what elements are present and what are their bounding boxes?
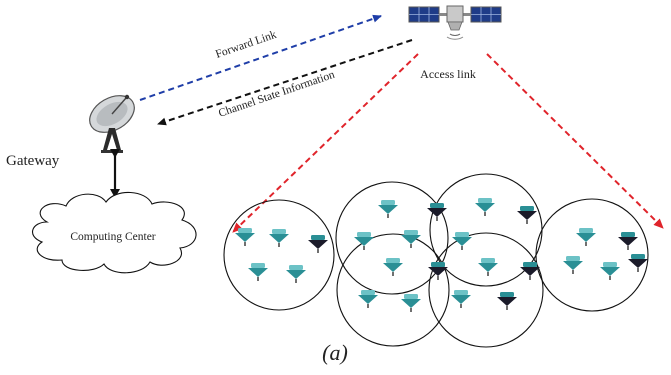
user-terminal-icon xyxy=(308,235,328,253)
user-terminal-icon xyxy=(358,290,378,308)
beam-circle xyxy=(223,199,335,311)
user-terminal-icon xyxy=(563,256,583,274)
beam-circle xyxy=(535,198,649,312)
csi-label: Channel State Information xyxy=(217,69,336,120)
csi-arrow xyxy=(157,39,413,126)
figure-caption: (a) xyxy=(322,340,348,365)
user-terminal-icon xyxy=(401,230,421,248)
user-terminal-icon xyxy=(618,232,638,250)
user-terminals xyxy=(235,198,648,312)
user-terminal-icon xyxy=(269,229,289,247)
user-terminal-icon xyxy=(452,232,472,250)
beam-coverage-area xyxy=(223,173,649,348)
user-terminal-icon xyxy=(451,290,471,308)
user-terminal-icon xyxy=(520,262,540,280)
user-terminal-icon xyxy=(354,232,374,250)
user-terminal-icon xyxy=(248,263,268,281)
beam-circle xyxy=(428,232,544,348)
user-terminal-icon xyxy=(428,262,448,280)
user-terminal-icon xyxy=(517,206,537,224)
beam-circle xyxy=(335,181,449,295)
access-link-arrow-right xyxy=(486,53,664,229)
beam-circle xyxy=(336,233,450,347)
user-terminal-icon xyxy=(478,258,498,276)
user-terminal-icon xyxy=(576,228,596,246)
user-terminal-icon xyxy=(475,198,495,216)
user-terminal-icon xyxy=(286,265,306,283)
cloud-icon xyxy=(32,191,197,274)
user-terminal-icon xyxy=(427,203,447,221)
user-terminal-icon xyxy=(600,262,620,280)
user-terminal-icon xyxy=(235,228,255,246)
user-terminal-icon xyxy=(628,254,648,272)
gateway-label: Gateway xyxy=(6,153,60,169)
user-terminal-icon xyxy=(383,258,403,276)
user-terminal-icon xyxy=(401,294,421,312)
user-terminal-icon xyxy=(378,200,398,218)
satellite-dish-icon xyxy=(89,94,135,153)
forward-link-arrow xyxy=(139,14,382,101)
access-link-label: Access link xyxy=(420,67,476,81)
computing-center-label: Computing Center xyxy=(70,231,155,243)
user-terminal-icon xyxy=(497,292,517,310)
satellite-icon xyxy=(408,5,502,40)
